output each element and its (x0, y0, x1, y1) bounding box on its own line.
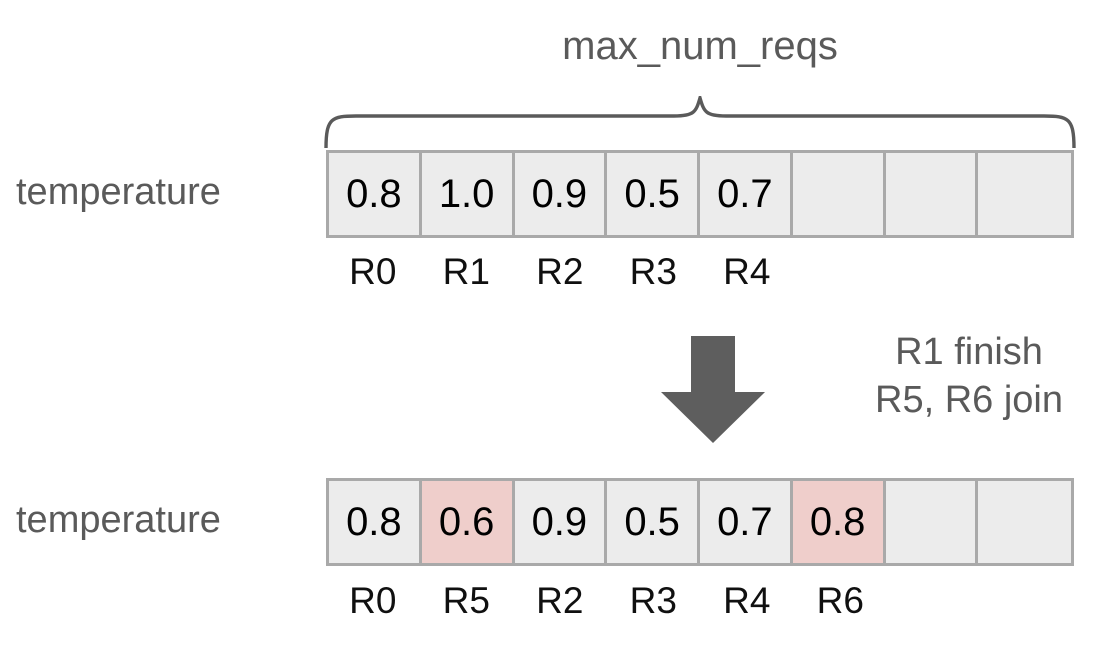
request-id-label (981, 582, 1075, 619)
request-id-label: R6 (816, 580, 864, 621)
array-cell-empty[interactable] (792, 153, 886, 235)
array-cell[interactable]: 0.8 (329, 481, 422, 563)
request-id-label: R4 (723, 251, 771, 292)
array-cell[interactable]: 0.5 (607, 481, 700, 563)
request-id-label: R2 (536, 251, 584, 292)
array-cell[interactable]: 1.0 (421, 153, 515, 235)
request-id-labels-after: R0 R5 R2 R3 R4 R6 (326, 582, 1074, 619)
array-cell[interactable]: 0.9 (514, 481, 608, 563)
request-id-label: R0 (349, 251, 397, 292)
array-cell-empty[interactable] (978, 481, 1071, 563)
temperature-array-after: 0.8 0.6 0.9 0.5 0.7 0.8 (326, 478, 1074, 566)
array-cell-highlighted[interactable]: 0.8 (792, 481, 886, 563)
array-cell-empty[interactable] (978, 153, 1071, 235)
array-cell[interactable]: 0.8 (329, 153, 422, 235)
array-cell-empty[interactable] (885, 481, 979, 563)
array-cell-empty[interactable] (885, 153, 979, 235)
request-id-label (794, 253, 888, 290)
array-cell-highlighted[interactable]: 0.6 (421, 481, 515, 563)
request-id-label (887, 253, 981, 290)
request-id-label: R4 (723, 580, 771, 621)
array-cell[interactable]: 0.5 (607, 153, 700, 235)
request-id-label: R0 (349, 580, 397, 621)
request-id-label (887, 582, 981, 619)
annotation-line-2: R5, R6 join (875, 379, 1063, 422)
request-id-label (981, 253, 1075, 290)
temperature-array-before: 0.8 1.0 0.9 0.5 0.7 (326, 150, 1074, 238)
row-label-temperature-before: temperature (16, 171, 221, 213)
array-cell[interactable]: 0.9 (514, 153, 608, 235)
down-arrow-icon (658, 336, 768, 444)
request-id-label: R1 (442, 251, 490, 292)
row-label-temperature-after: temperature (16, 499, 221, 541)
request-id-labels-before: R0 R1 R2 R3 R4 (326, 253, 1074, 290)
request-id-label: R5 (442, 580, 490, 621)
array-cell[interactable]: 0.7 (700, 481, 793, 563)
page-title: max_num_reqs (562, 24, 838, 68)
request-id-label: R3 (629, 580, 677, 621)
curly-brace-top-icon (322, 91, 1078, 150)
transition-annotation: R1 finish R5, R6 join (838, 328, 1100, 425)
request-id-label: R3 (629, 251, 677, 292)
annotation-line-1: R1 finish (895, 331, 1043, 373)
down-arrow-svg (661, 336, 765, 443)
request-id-label: R2 (536, 580, 584, 621)
array-cell[interactable]: 0.7 (700, 153, 793, 235)
curly-brace-svg (324, 91, 1076, 150)
